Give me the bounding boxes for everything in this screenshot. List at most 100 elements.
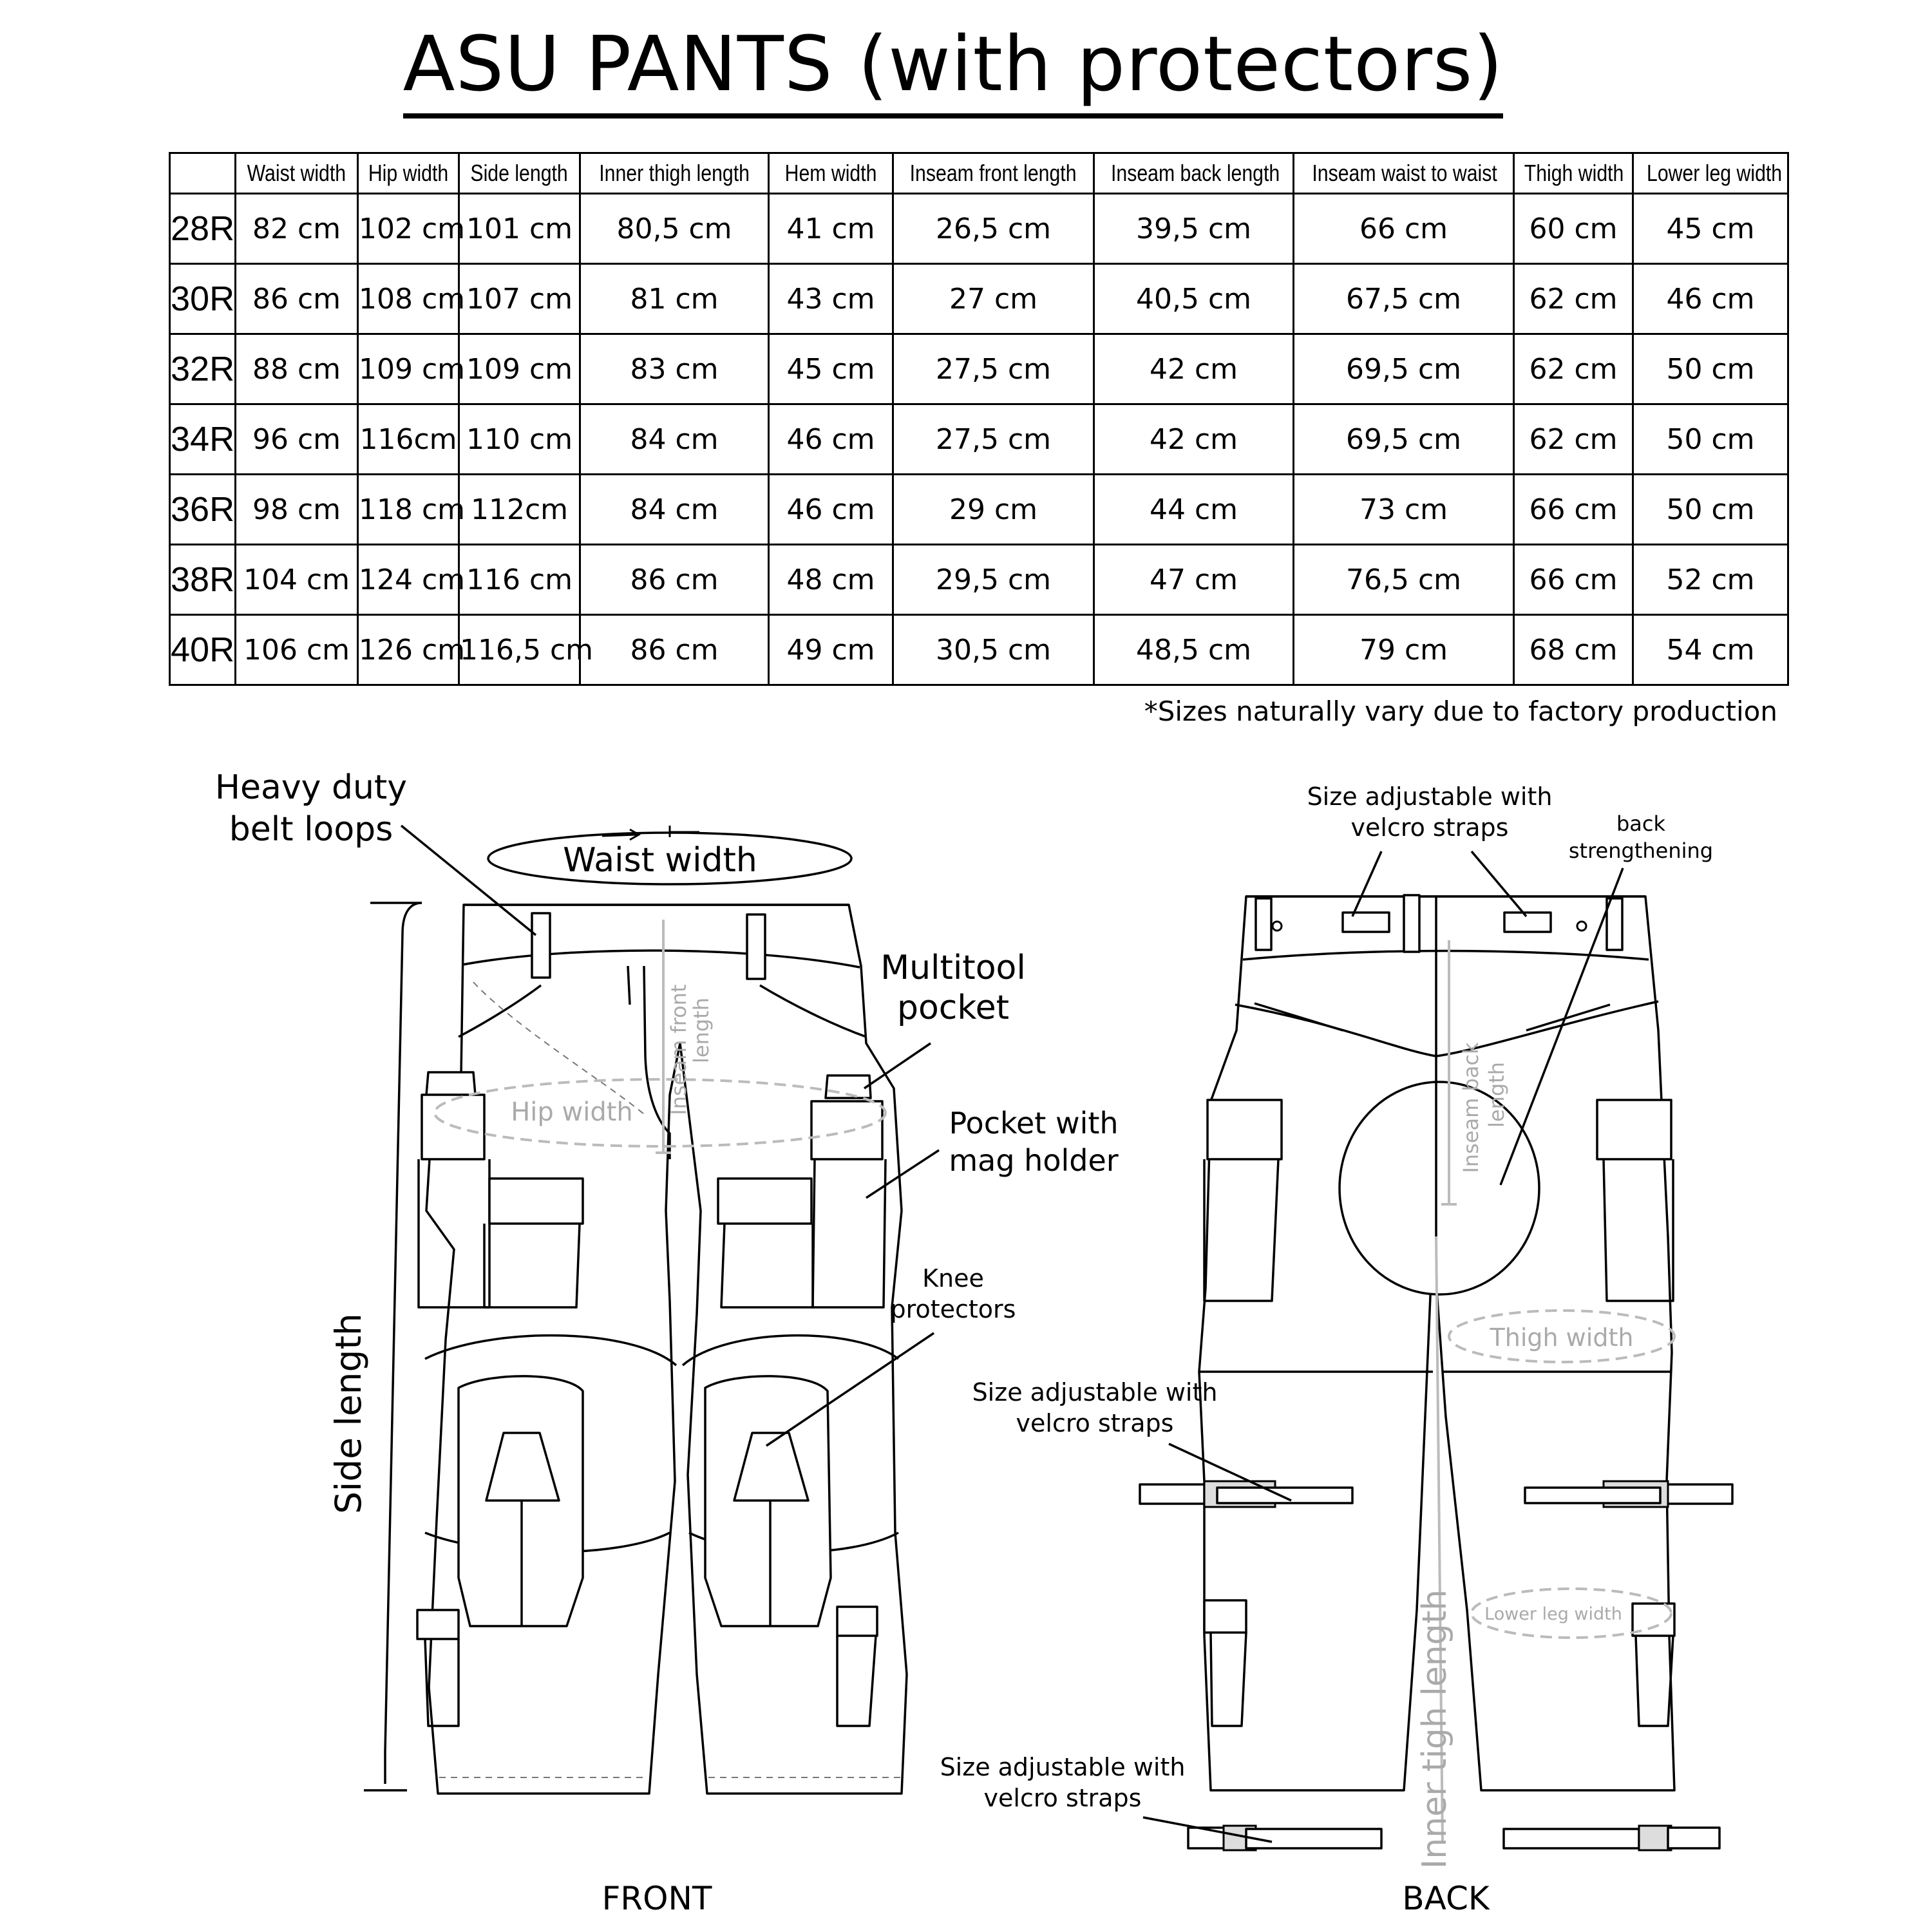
- velcro-mid-leader: [1168, 1443, 1292, 1502]
- front-cargo-flap-left: [488, 1177, 584, 1225]
- table-cell: 48 cm: [768, 544, 894, 616]
- mag-holder-label-2: mag holder: [949, 1143, 1118, 1178]
- inner-thigh-line: [1435, 1236, 1444, 1842]
- size-label: 34R: [169, 403, 236, 475]
- back-strengthening-patch: [1338, 1081, 1540, 1296]
- table-cell: 54 cm: [1632, 614, 1789, 686]
- back-belt-loop-1: [1255, 897, 1273, 951]
- front-knee-seam-left-top: [424, 1334, 677, 1367]
- front-side-pocket-flap-right: [810, 1100, 884, 1160]
- table-cell: 67,5 cm: [1293, 263, 1515, 335]
- front-lower-pocket-left: [424, 1638, 460, 1727]
- column-header-text: Inner thigh length: [599, 160, 750, 186]
- knee-strap-left-end: [1139, 1483, 1206, 1505]
- column-header: Hem width: [768, 152, 894, 194]
- table-cell: 86 cm: [579, 544, 770, 616]
- table-cell: 29,5 cm: [892, 544, 1095, 616]
- table-cell: 50 cm: [1632, 333, 1789, 405]
- mag-holder-leader: [866, 1149, 940, 1199]
- size-label: 40R: [169, 614, 236, 686]
- table-cell: 26,5 cm: [892, 193, 1095, 265]
- table-cell: 50 cm: [1632, 403, 1789, 475]
- back-cargo-flap-left: [1206, 1099, 1283, 1160]
- column-header: Lower leg width: [1632, 152, 1789, 194]
- table-cell: 66 cm: [1513, 544, 1634, 616]
- hip-width-label: Hip width: [511, 1097, 633, 1127]
- column-header: Inner thigh length: [579, 152, 770, 194]
- front-stitch: [473, 981, 645, 1115]
- column-header-text: Side length: [470, 160, 569, 186]
- table-cell: 102 cm: [357, 193, 465, 265]
- front-side-pocket-flap-left: [425, 1071, 477, 1096]
- knee-protectors-label-2: protectors: [891, 1295, 1016, 1323]
- front-side-pocket-left-body: [417, 1159, 491, 1309]
- table-cell: 112cm: [458, 473, 581, 545]
- waist-width-label: Waist width: [563, 841, 757, 880]
- table-cell: 44 cm: [1093, 473, 1294, 545]
- waist-velcro-left: [1341, 911, 1390, 933]
- size-label: 32R: [169, 333, 236, 405]
- mag-holder-label-1: Pocket with: [949, 1106, 1118, 1141]
- column-header: Side length: [458, 152, 581, 194]
- velcro-mid-label-1: Size adjustable with: [972, 1378, 1218, 1406]
- velcro-bot-label-1: Size adjustable with: [940, 1753, 1186, 1781]
- size-label: 38R: [169, 544, 236, 616]
- lower-leg-width-ellipse: [1470, 1587, 1672, 1639]
- front-pants-drawing: [416, 904, 908, 1795]
- table-cell: 39,5 cm: [1093, 193, 1294, 265]
- back-lower-pocket-left: [1209, 1632, 1247, 1727]
- table-cell: 73 cm: [1293, 473, 1515, 545]
- front-belt-loop-right: [746, 913, 766, 980]
- thigh-width-ellipse: [1448, 1309, 1676, 1363]
- table-cell: 27 cm: [892, 263, 1095, 335]
- back-waistband-bottom: [1242, 949, 1649, 961]
- waist-width-arrowhead: [629, 828, 641, 841]
- column-header: Inseam back length: [1093, 152, 1294, 194]
- velcro-top-label-2: velcro straps: [1351, 813, 1509, 842]
- table-cell: 47 cm: [1093, 544, 1294, 616]
- velcro-bot-leader: [1142, 1816, 1273, 1843]
- table-cell: 27,5 cm: [892, 403, 1095, 475]
- table-cell: 30,5 cm: [892, 614, 1095, 686]
- table-cell: 46 cm: [1632, 263, 1789, 335]
- multitool-leader: [864, 1042, 931, 1090]
- back-belt-loop-3: [1605, 897, 1624, 951]
- front-caption: FRONT: [602, 1880, 712, 1917]
- velcro-top-label-1: Size adjustable with: [1307, 782, 1553, 811]
- size-variation-note: *Sizes naturally vary due to factory pro…: [1144, 696, 1777, 727]
- multitool-label-2: pocket: [897, 989, 1009, 1027]
- table-cell: 108 cm: [357, 263, 465, 335]
- table-cell: 29 cm: [892, 473, 1095, 545]
- back-pocket-zip-right: [1526, 1003, 1611, 1032]
- hem-strap-left: [1245, 1828, 1383, 1850]
- table-cell: 106 cm: [234, 614, 359, 686]
- page-title-text: ASU PANTS (with protectors): [402, 19, 1504, 118]
- table-cell: 84 cm: [579, 403, 770, 475]
- knee-strap-right-end: [1660, 1483, 1734, 1505]
- table-cell: 109 cm: [458, 333, 581, 405]
- table-corner-cell: [169, 152, 236, 194]
- back-lower-pocket-flap-left: [1203, 1599, 1247, 1634]
- back-strengthening-label-1: back: [1616, 811, 1666, 836]
- table-cell: 116 cm: [458, 544, 581, 616]
- belt-loops-label-1: Heavy duty: [215, 768, 407, 807]
- knee-protectors-leader: [766, 1332, 934, 1447]
- table-cell: 49 cm: [768, 614, 894, 686]
- inseam-front-line: [656, 920, 671, 1154]
- table-cell: 69,5 cm: [1293, 403, 1515, 475]
- front-measurements: Waist width Hip width Inseam front lengt…: [215, 768, 1119, 1917]
- velcro-bot-label-2: velcro straps: [984, 1784, 1142, 1812]
- table-cell: 98 cm: [234, 473, 359, 545]
- lower-leg-width-label: Lower leg width: [1484, 1604, 1622, 1624]
- table-cell: 45 cm: [768, 333, 894, 405]
- back-belt-loop-2: [1403, 894, 1421, 953]
- table-cell: 42 cm: [1093, 403, 1294, 475]
- back-cargo-pocket-left: [1203, 1159, 1280, 1302]
- multitool-label-1: Multitool: [880, 949, 1026, 987]
- velcro-top-leader-right: [1470, 850, 1528, 918]
- back-caption: BACK: [1402, 1880, 1490, 1917]
